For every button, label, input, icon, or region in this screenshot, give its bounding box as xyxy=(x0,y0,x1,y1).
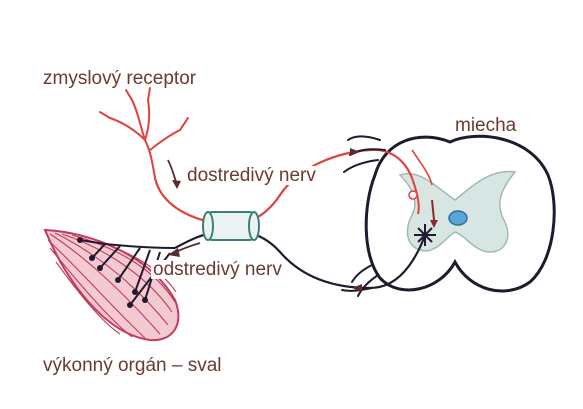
afferent-nerve-label: dostredivý nerv xyxy=(185,165,318,186)
arrow-icon-afferent-cord xyxy=(350,148,360,156)
synapse-star-icon xyxy=(414,224,436,246)
sensory-receptor xyxy=(99,87,189,179)
receptor-label: zmyslový receptor xyxy=(43,68,197,89)
effector-organ-label: výkonný orgán – sval xyxy=(43,355,222,376)
spinal-cord-cross-section xyxy=(364,134,556,293)
efferent-nerve-label: odstredivý nerv xyxy=(151,259,284,280)
arrow-icon-efferent-cord xyxy=(352,284,362,292)
end-plate-dots xyxy=(77,237,148,308)
spinal-cord-label: miecha xyxy=(455,115,517,136)
arrow-icon-afferent xyxy=(167,159,181,189)
muscle-illustration xyxy=(43,228,180,342)
arrow-icon-efferent xyxy=(168,242,201,257)
nerve-sheath xyxy=(202,211,260,241)
